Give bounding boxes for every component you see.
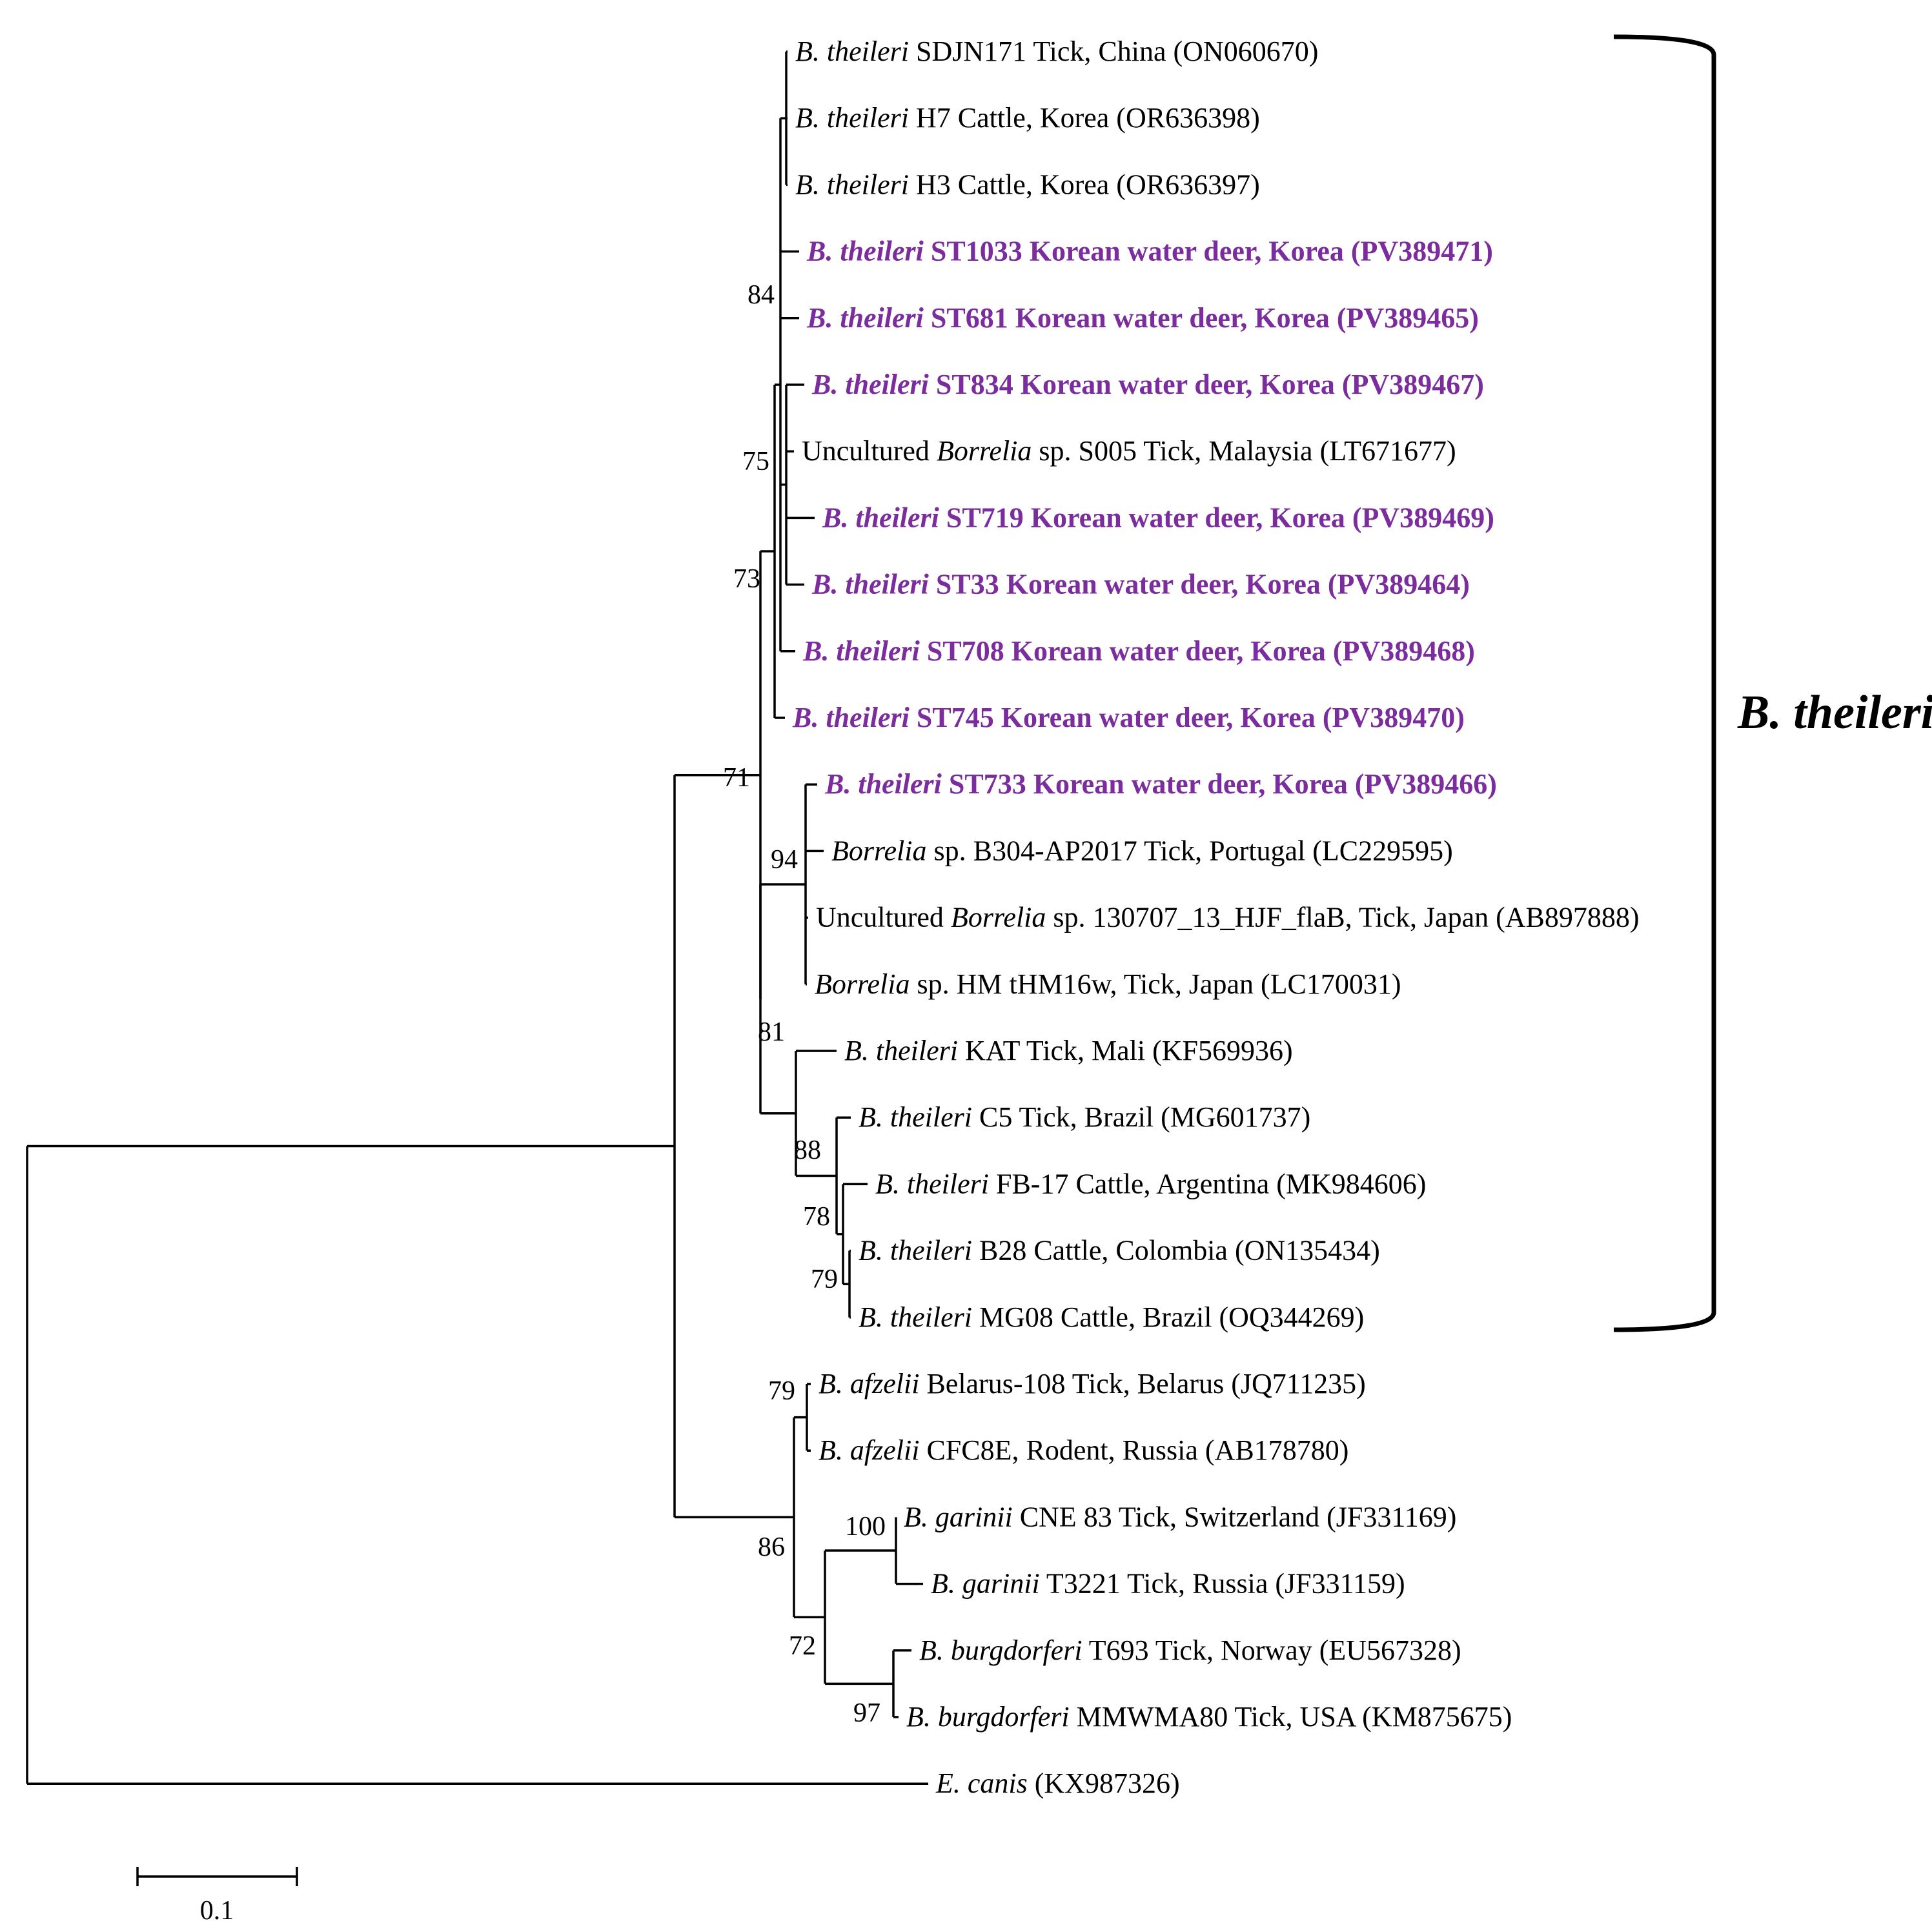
leaf-label: B. theileri ST33 Korean water deer, Kore… <box>811 569 1470 600</box>
bootstrap-value: 94 <box>771 845 798 875</box>
leaf-label: B. afzelii CFC8E, Rodent, Russia (AB1787… <box>819 1434 1348 1466</box>
leaf-label: B. theileri ST745 Korean water deer, Kor… <box>792 702 1465 733</box>
bootstrap-value: 71 <box>723 763 750 793</box>
leaf-label: B. burgdorferi MMWMA80 Tick, USA (KM8756… <box>906 1701 1512 1733</box>
leaf-label: Uncultured Borrelia sp. 130707_13_HJF_fl… <box>816 902 1640 933</box>
bootstrap-value: 72 <box>789 1631 816 1661</box>
leaf-label: B. afzelii Belarus-108 Tick, Belarus (JQ… <box>819 1368 1366 1399</box>
leaf-label: B. theileri SDJN171 Tick, China (ON06067… <box>795 36 1318 67</box>
bootstrap-value: 79 <box>768 1376 795 1406</box>
leaf-label: B. theileri MG08 Cattle, Brazil (OQ34426… <box>859 1301 1364 1333</box>
clade-bracket-group: B. theileri <box>1613 34 1932 1332</box>
bootstrap-value: 79 <box>811 1265 838 1294</box>
leaf-label: B. theileri C5 Tick, Brazil (MG601737) <box>859 1101 1310 1133</box>
leaf-label: B. theileri ST834 Korean water deer, Kor… <box>811 369 1484 400</box>
leaf-label: B. theileri ST719 Korean water deer, Kor… <box>822 502 1494 533</box>
leaf-label: Borrelia sp. B304-AP2017 Tick, Portugal … <box>831 835 1453 866</box>
leaf-label: B. theileri B28 Cattle, Colombia (ON1354… <box>859 1235 1380 1267</box>
bootstrap-value: 73 <box>733 564 760 594</box>
leaf-label: B. theileri ST681 Korean water deer, Kor… <box>806 302 1479 334</box>
bootstrap-value: 100 <box>845 1512 886 1541</box>
leaf-label: E. canis (KX987326) <box>935 1767 1180 1799</box>
scale-bar: 0.1 <box>136 1867 298 1923</box>
scale-bar-label: 0.1 <box>200 1896 234 1923</box>
leaf-label: B. theileri ST708 Korean water deer, Kor… <box>802 635 1475 667</box>
bootstrap-value: 88 <box>794 1135 821 1165</box>
leaf-label: B. theileri FB-17 Cattle, Argentina (MK9… <box>875 1168 1426 1199</box>
bootstrap-value: 75 <box>742 447 769 476</box>
bootstrap-values: 84 75 73 71 94 81 88 78 79 79 100 86 72 … <box>723 280 886 1728</box>
tree-branches <box>26 50 928 1785</box>
leaf-label: Uncultured Borrelia sp. S005 Tick, Malay… <box>802 435 1456 467</box>
leaf-label: B. theileri H3 Cattle, Korea (OR636397) <box>795 168 1260 200</box>
clade-label: B. theileri <box>1737 686 1932 739</box>
leaf-label: Borrelia sp. HM tHM16w, Tick, Japan (LC1… <box>815 968 1401 1000</box>
bootstrap-value: 97 <box>853 1698 880 1728</box>
bootstrap-value: 86 <box>758 1532 785 1562</box>
leaf-labels: B. theileri SDJN171 Tick, China (ON06067… <box>792 36 1640 1799</box>
leaf-label: B. garinii T3221 Tick, Russia (JF331159) <box>931 1568 1405 1600</box>
bootstrap-value: 78 <box>803 1202 830 1232</box>
bootstrap-value: 81 <box>758 1017 785 1047</box>
bootstrap-value: 84 <box>747 280 775 310</box>
clade-bracket <box>1613 34 1716 1332</box>
leaf-label: B. garinii CNE 83 Tick, Switzerland (JF3… <box>904 1501 1456 1532</box>
leaf-label: B. theileri H7 Cattle, Korea (OR636398) <box>795 102 1260 134</box>
leaf-label: B. theileri ST733 Korean water deer, Kor… <box>824 768 1497 800</box>
leaf-label: B. theileri ST1033 Korean water deer, Ko… <box>806 236 1493 267</box>
leaf-label: B. theileri KAT Tick, Mali (KF569936) <box>844 1035 1293 1066</box>
leaf-label: B. burgdorferi T693 Tick, Norway (EU5673… <box>919 1634 1461 1666</box>
